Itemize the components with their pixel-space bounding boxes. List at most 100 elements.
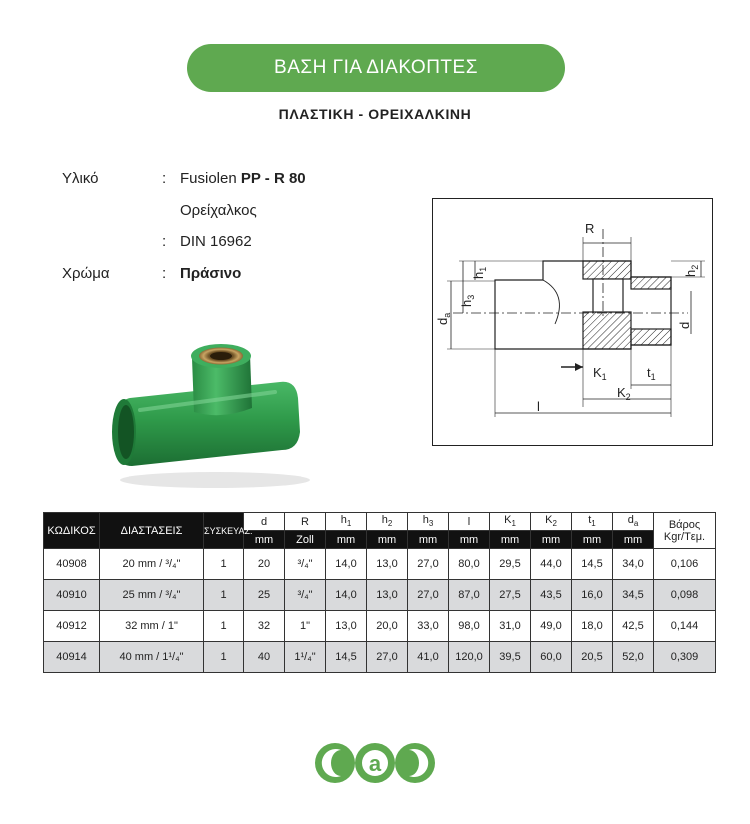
- material-value: Fusiolen PP - R 80: [180, 170, 306, 187]
- cell-t1: 18,0: [571, 610, 613, 642]
- technical-drawing-svg: R da h3 h1 h2 d K1 t1 K2 l: [435, 221, 705, 417]
- table-unit-row: mm Zoll mm mm mm mm mm mm mm mm: [44, 530, 716, 549]
- cell-da: 52,0: [612, 641, 654, 673]
- label-K2: K2: [617, 385, 631, 402]
- brand-logo: a: [315, 743, 435, 783]
- material-value-2: Ορείχαλκος: [180, 202, 257, 219]
- colon: :: [162, 233, 167, 250]
- label-da: da: [435, 313, 452, 325]
- table-row: 40908 20 mm / ³/₄" 1 20 ³/₄" 14,0 13,0 2…: [43, 548, 716, 580]
- cell-dims: 40 mm / 1¹/₄": [99, 641, 204, 673]
- col-dims: ΔΙΑΣΤΑΣΕΙΣ: [99, 512, 204, 549]
- product-photo: [112, 344, 310, 488]
- colon: :: [162, 170, 167, 187]
- unit-mm: mm: [448, 530, 490, 549]
- cell-R: 1": [284, 610, 326, 642]
- cell-d: 20: [243, 548, 285, 580]
- cell-t1: 20,5: [571, 641, 613, 673]
- col-h3: h3: [407, 512, 449, 531]
- unit-mm: mm: [325, 530, 367, 549]
- unit-mm: mm: [530, 530, 572, 549]
- cell-h3: 27,0: [407, 548, 449, 580]
- col-d: d: [243, 512, 285, 531]
- label-K1: K1: [593, 365, 607, 382]
- cell-R: ³/₄": [284, 548, 326, 580]
- cell-code: 40914: [43, 641, 100, 673]
- label-h3: h3: [459, 295, 476, 307]
- cell-K2: 60,0: [530, 641, 572, 673]
- label-l: l: [537, 399, 540, 414]
- cell-h1: 14,5: [325, 641, 367, 673]
- cell-h3: 41,0: [407, 641, 449, 673]
- unit-mm: mm: [571, 530, 613, 549]
- cell-pack: 1: [203, 610, 244, 642]
- color-value: Πράσινο: [180, 265, 242, 282]
- cell-h1: 14,0: [325, 548, 367, 580]
- cell-t1: 14,5: [571, 548, 613, 580]
- cell-R: 1¹/₄": [284, 641, 326, 673]
- cell-d: 40: [243, 641, 285, 673]
- cell-da: 42,5: [612, 610, 654, 642]
- cell-d: 32: [243, 610, 285, 642]
- cell-code: 40908: [43, 548, 100, 580]
- cell-K2: 43,5: [530, 579, 572, 611]
- cell-l: 98,0: [448, 610, 490, 642]
- page-subtitle: ΠΛΑΣΤΙΚΗ - ΟΡΕΙΧΑΛΚΙΝΗ: [278, 106, 472, 122]
- dimensions-table: ΚΩΔΙΚΟΣ ΔΙΑΣΤΑΣΕΙΣ ΣΥΣΚΕΥΑΣ. d R h1 h2 h…: [43, 512, 716, 673]
- cell-pack: 1: [203, 641, 244, 673]
- unit-mm: mm: [243, 530, 285, 549]
- colon: :: [162, 265, 167, 282]
- table-row: 40912 32 mm / 1" 1 32 1" 13,0 20,0 33,0 …: [43, 610, 716, 642]
- label-t1: t1: [647, 365, 656, 382]
- cell-weight: 0,098: [653, 579, 716, 611]
- unit-mm: mm: [407, 530, 449, 549]
- cell-t1: 16,0: [571, 579, 613, 611]
- cell-weight: 0,106: [653, 548, 716, 580]
- cell-K1: 27,5: [489, 579, 531, 611]
- label-d: d: [677, 322, 692, 329]
- cell-weight: 0,309: [653, 641, 716, 673]
- cell-dims: 20 mm / ³/₄": [99, 548, 204, 580]
- label-h2: h2: [683, 265, 700, 277]
- cell-h2: 13,0: [366, 579, 408, 611]
- color-label: Χρώμα: [62, 265, 110, 282]
- cell-pack: 1: [203, 548, 244, 580]
- cell-pack: 1: [203, 579, 244, 611]
- cell-d: 25: [243, 579, 285, 611]
- page-title: ΒΑΣΗ ΓΙΑ ΔΙΑΚΟΠΤΕΣ: [187, 44, 565, 92]
- col-R: R: [284, 512, 326, 531]
- label-R: R: [585, 221, 594, 236]
- cell-h2: 20,0: [366, 610, 408, 642]
- label-h1: h1: [471, 267, 488, 279]
- cell-dims: 25 mm / ³/₄": [99, 579, 204, 611]
- cell-weight: 0,144: [653, 610, 716, 642]
- cell-h2: 27,0: [366, 641, 408, 673]
- logo-letter: a: [369, 751, 382, 776]
- cell-h3: 33,0: [407, 610, 449, 642]
- cell-h1: 13,0: [325, 610, 367, 642]
- cell-da: 34,0: [612, 548, 654, 580]
- cell-code: 40910: [43, 579, 100, 611]
- cell-l: 87,0: [448, 579, 490, 611]
- cell-code: 40912: [43, 610, 100, 642]
- standard-value: DIN 16962: [180, 233, 252, 250]
- cell-K1: 31,0: [489, 610, 531, 642]
- table-row: 40914 40 mm / 1¹/₄" 1 40 1¹/₄" 14,5 27,0…: [43, 641, 716, 673]
- col-h2: h2: [366, 512, 408, 531]
- cell-h2: 13,0: [366, 548, 408, 580]
- cell-h3: 27,0: [407, 579, 449, 611]
- cell-K1: 29,5: [489, 548, 531, 580]
- col-code: ΚΩΔΙΚΟΣ: [43, 512, 100, 549]
- col-K2: K2: [530, 512, 572, 531]
- table-header-row: ΚΩΔΙΚΟΣ ΔΙΑΣΤΑΣΕΙΣ ΣΥΣΚΕΥΑΣ. d R h1 h2 h…: [43, 512, 716, 549]
- col-h1: h1: [325, 512, 367, 531]
- cell-K2: 49,0: [530, 610, 572, 642]
- cell-dims: 32 mm / 1": [99, 610, 204, 642]
- cell-da: 34,5: [612, 579, 654, 611]
- col-t1: t1: [571, 512, 613, 531]
- table-row: 40910 25 mm / ³/₄" 1 25 ³/₄" 14,0 13,0 2…: [43, 579, 716, 611]
- technical-drawing: R da h3 h1 h2 d K1 t1 K2 l: [432, 198, 713, 446]
- col-pack: ΣΥΣΚΕΥΑΣ.: [203, 512, 253, 549]
- cell-R: ³/₄": [284, 579, 326, 611]
